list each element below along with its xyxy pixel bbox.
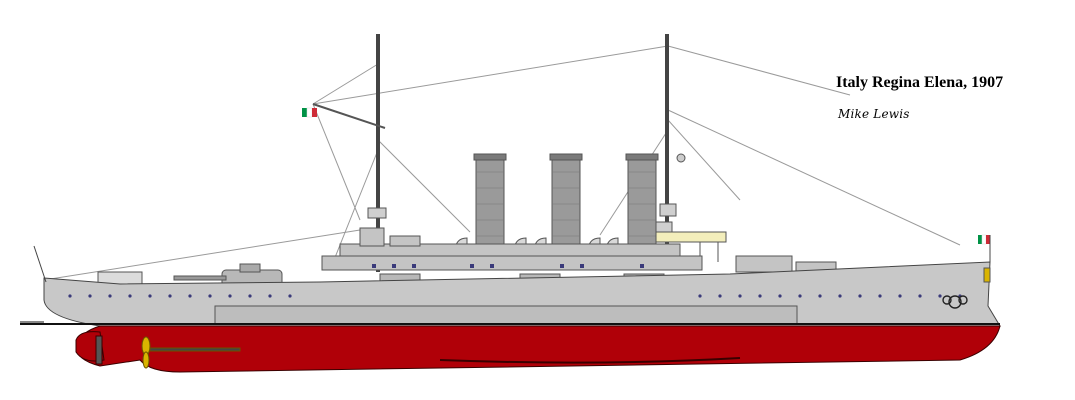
royal-crest-icon (942, 295, 968, 309)
bilge-keel (439, 357, 741, 364)
jack-staff (33, 245, 47, 283)
drawing-title: Italy Regina Elena, 1907 (836, 74, 1004, 91)
italian-flag-icon (302, 107, 317, 118)
italian-flag-icon (978, 234, 991, 262)
rigging (43, 45, 961, 281)
fore-mast (312, 34, 387, 272)
propeller-icon (141, 336, 241, 369)
armor-belt (214, 305, 798, 325)
main-mast (659, 34, 686, 270)
rudder (75, 331, 105, 365)
bow-anchor (983, 267, 991, 283)
author-signature: Mike Lewis (838, 107, 910, 121)
superstructure (321, 227, 837, 273)
funnels (473, 153, 659, 253)
